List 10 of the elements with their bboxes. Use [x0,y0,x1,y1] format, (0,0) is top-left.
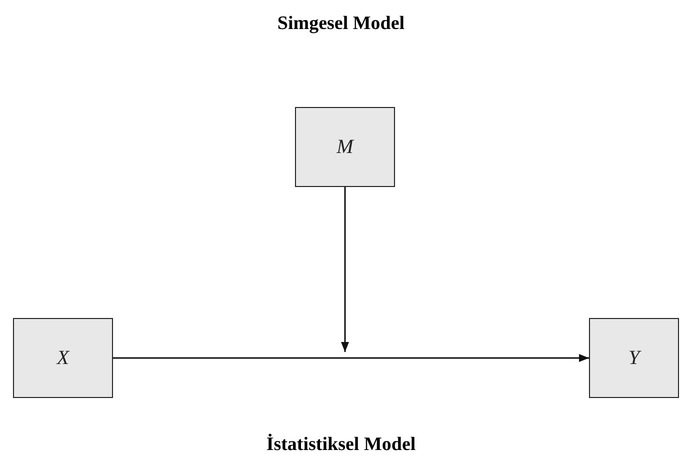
variable-label: M [336,135,354,160]
arrow [341,187,349,352]
variable-label: Y [628,346,640,371]
variable-box [13,318,113,398]
diagram-title: Simgesel Model [277,12,405,36]
variable-box [295,107,395,187]
diagram-caption: İstatistiksel Model [266,432,416,457]
variable-box [589,318,679,398]
arrow [113,354,589,362]
variable-label: X [56,346,70,371]
